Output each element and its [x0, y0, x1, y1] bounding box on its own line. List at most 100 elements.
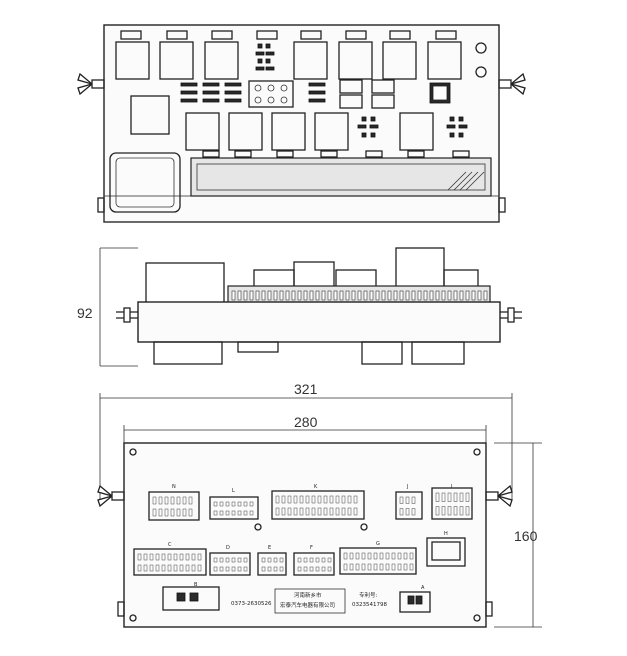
wing-nut-left — [77, 72, 105, 96]
power-block — [109, 152, 181, 213]
label-d: D — [226, 545, 230, 551]
dim-height-bottom: 160 — [514, 528, 538, 544]
comb-tooth — [327, 290, 332, 301]
dim-height-side: 92 — [77, 305, 93, 321]
plate-company-line1: 河南新乡市 — [294, 591, 322, 599]
pin-slot — [176, 496, 181, 505]
pin-slot — [179, 564, 184, 572]
pin-slot — [373, 552, 378, 560]
pin-slot — [315, 557, 320, 563]
circle-grid-block — [248, 80, 294, 108]
label-e: E — [268, 545, 271, 551]
pin-slot — [317, 507, 322, 516]
side-peg — [498, 197, 506, 213]
pin-slot — [321, 557, 326, 563]
pin-slot — [173, 564, 178, 572]
comb-tooth — [333, 290, 338, 301]
label-c: C — [168, 542, 172, 548]
connector-k — [271, 490, 365, 520]
pin-slot — [409, 563, 414, 571]
fuse-rows-middle — [308, 79, 395, 109]
pin-slot — [379, 563, 384, 571]
plate-patent-no: 0323541798 — [352, 602, 387, 608]
connector-pins — [137, 492, 470, 572]
comb-tooth — [447, 290, 452, 301]
comb-tooth — [309, 290, 314, 301]
pin-slot — [243, 566, 248, 572]
comb-tooth — [303, 290, 308, 301]
pin-slot — [459, 506, 464, 516]
pin-slot — [173, 553, 178, 561]
pin-slot — [179, 553, 184, 561]
label-g: G — [376, 541, 380, 547]
connector-a — [399, 591, 431, 613]
fuse-cluster — [357, 116, 468, 138]
pin-slot — [191, 564, 196, 572]
relay-row-middle — [185, 112, 434, 151]
pin-slot — [237, 557, 242, 563]
pin-slot — [149, 553, 154, 561]
label-b: B — [194, 582, 198, 588]
top-tabs — [120, 30, 457, 40]
label-f: F — [310, 545, 313, 551]
pin-slot — [152, 508, 157, 517]
pin-slot — [411, 508, 416, 516]
pin-slot — [164, 508, 169, 517]
comb-teeth — [231, 290, 488, 301]
pin-slot — [459, 492, 464, 502]
pin-slot — [297, 566, 302, 572]
pin-slot — [329, 507, 334, 516]
pin-slot — [411, 496, 416, 504]
pin-slot — [182, 496, 187, 505]
pin-slot — [299, 495, 304, 504]
comb-tooth — [393, 290, 398, 301]
pin-slot — [409, 552, 414, 560]
pin-slot — [403, 552, 408, 560]
plate-patent-label: 专利号: — [359, 591, 378, 599]
relay — [271, 112, 306, 151]
pin-slot — [281, 495, 286, 504]
side-view: 92 — [77, 247, 522, 367]
pin-slot — [327, 557, 332, 563]
pin-slot — [213, 566, 218, 572]
pin-slot — [403, 563, 408, 571]
pin-slot — [149, 564, 154, 572]
pin-slot — [379, 552, 384, 560]
comb-tooth — [237, 290, 242, 301]
pin-slot — [303, 566, 308, 572]
comb-tooth — [315, 290, 320, 301]
wing-nut-bottom-right — [485, 484, 513, 508]
pin-slot — [219, 510, 224, 516]
comb-tooth — [387, 290, 392, 301]
pin-slot — [231, 557, 236, 563]
pin-slot — [347, 495, 352, 504]
pin-slot — [311, 507, 316, 516]
pin-slot — [158, 496, 163, 505]
pin-slot — [297, 557, 302, 563]
comb-tooth — [291, 290, 296, 301]
comb-tooth — [441, 290, 446, 301]
comb-tooth — [273, 290, 278, 301]
side-relay — [145, 262, 225, 304]
pin-slot — [385, 563, 390, 571]
relay — [382, 41, 417, 80]
comb-tooth — [345, 290, 350, 301]
comb-tooth — [261, 290, 266, 301]
pin-slot — [391, 552, 396, 560]
comb-tooth — [351, 290, 356, 301]
comb-tooth — [429, 290, 434, 301]
pin-slot — [465, 492, 470, 502]
comb-tooth — [255, 290, 260, 301]
pin-slot — [137, 564, 142, 572]
pin-slot — [249, 501, 254, 507]
connector-labels: N L K J I C D E F G H B A — [168, 484, 452, 591]
wing-nut-right — [498, 72, 526, 96]
pin-slot — [197, 553, 202, 561]
comb-tooth — [417, 290, 422, 301]
comb-tooth — [369, 290, 374, 301]
pin-slot — [287, 507, 292, 516]
label-j: J — [406, 484, 408, 490]
side-bolt-left — [116, 307, 138, 323]
comb-tooth — [267, 290, 272, 301]
pin-slot — [435, 506, 440, 516]
